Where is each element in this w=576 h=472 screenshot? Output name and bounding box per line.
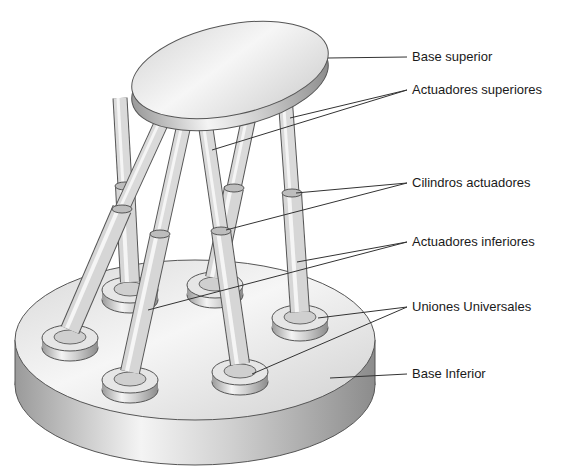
part-label: Uniones Universales	[412, 299, 531, 315]
lower-base	[15, 260, 375, 465]
part-label: Base superior	[412, 49, 492, 65]
part-label: Base Inferior	[412, 366, 486, 382]
leader-lines	[148, 57, 407, 378]
part-label: Actuadores superiores	[412, 82, 542, 98]
part-label: Actuadores inferiores	[412, 234, 535, 250]
part-label: Cilindros actuadores	[412, 175, 531, 191]
upper-base	[123, 5, 337, 147]
actuator-legs-middle	[67, 96, 302, 330]
actuator-legs-front	[127, 120, 240, 372]
